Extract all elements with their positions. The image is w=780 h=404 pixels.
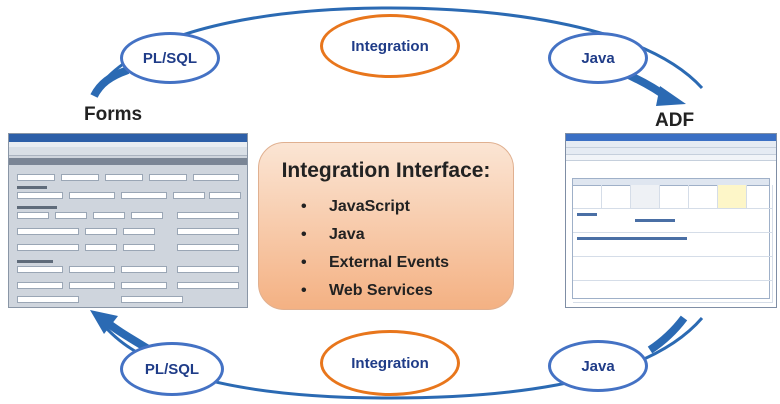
forms-field [17, 192, 63, 199]
forms-field [93, 212, 125, 219]
bottom-right-arrow [647, 315, 688, 354]
forms-label [17, 186, 47, 189]
java-oval-top-label: Java [581, 49, 615, 67]
plsql-oval-top-label: PL/SQL [142, 49, 198, 67]
integration-interface-title: Integration Interface: [281, 159, 491, 182]
forms-screenshot [8, 133, 248, 308]
forms-field [121, 266, 167, 273]
java-oval-top: Java [548, 32, 648, 84]
interface-item-javascript: JavaScript [301, 193, 493, 221]
adf-titlebar [566, 134, 776, 141]
adf-calendar [572, 178, 773, 303]
bottom-left-arrowhead [90, 310, 118, 334]
calendar-cell [602, 185, 631, 209]
forms-field [177, 228, 239, 235]
java-oval-bottom: Java [548, 340, 648, 392]
integration-oval-top: Integration [320, 14, 460, 78]
top-left-arrow [90, 66, 130, 98]
integration-interface-list: JavaScript Java External Events Web Serv… [279, 193, 493, 305]
forms-label [17, 260, 53, 263]
forms-toolbar [9, 147, 247, 156]
forms-header-band [9, 158, 247, 165]
forms-field [69, 266, 115, 273]
forms-field [17, 266, 63, 273]
forms-field [17, 228, 79, 235]
forms-menubar [9, 142, 247, 147]
plsql-oval-top: PL/SQL [120, 32, 220, 84]
calendar-cell [573, 209, 773, 233]
calendar-cell [573, 185, 602, 209]
forms-field [177, 244, 239, 251]
calendar-cell [573, 233, 773, 257]
java-oval-bottom-label: Java [581, 357, 615, 375]
integration-oval-top-label: Integration [351, 37, 429, 55]
forms-field [131, 212, 163, 219]
forms-field [85, 228, 117, 235]
forms-field [121, 296, 183, 303]
calendar-event [635, 219, 675, 222]
calendar-cell [689, 185, 718, 209]
forms-caption: Forms [84, 104, 143, 125]
forms-field [55, 212, 87, 219]
interface-item-web-services: Web Services [301, 277, 493, 305]
interface-item-java: Java [301, 221, 493, 249]
calendar-cell [718, 185, 747, 209]
forms-field [85, 244, 117, 251]
forms-field [123, 244, 155, 251]
calendar-event [577, 237, 687, 240]
plsql-oval-bottom-label: PL/SQL [144, 360, 200, 378]
plsql-oval-bottom: PL/SQL [120, 342, 224, 396]
forms-field [69, 282, 115, 289]
forms-field [177, 282, 239, 289]
integration-oval-bottom-label: Integration [351, 354, 429, 372]
forms-field [177, 212, 239, 219]
calendar-cell [573, 281, 773, 303]
calendar-cell [573, 257, 773, 281]
adf-caption: ADF [655, 110, 695, 131]
forms-titlebar [9, 134, 247, 142]
forms-field [105, 174, 143, 181]
top-right-arrowhead [656, 86, 686, 106]
adf-calendar-header [573, 179, 769, 186]
forms-field [17, 244, 79, 251]
calendar-cell [747, 185, 773, 209]
forms-label [17, 206, 57, 209]
calendar-event [577, 213, 597, 216]
forms-field [121, 192, 167, 199]
calendar-cell [660, 185, 689, 209]
forms-field [17, 212, 49, 219]
forms-field [17, 282, 63, 289]
adf-tabs [566, 155, 776, 161]
forms-field [193, 174, 239, 181]
forms-field [149, 174, 187, 181]
forms-field [17, 296, 79, 303]
forms-field [209, 192, 241, 199]
forms-field [17, 174, 55, 181]
forms-field [61, 174, 99, 181]
forms-field [69, 192, 115, 199]
forms-field [123, 228, 155, 235]
adf-address-bar [566, 148, 776, 155]
integration-interface-box: Integration Interface: JavaScript Java E… [258, 142, 514, 310]
forms-field [177, 266, 239, 273]
calendar-cell [631, 185, 660, 209]
adf-toolbar [566, 141, 776, 148]
forms-field [121, 282, 167, 289]
integration-oval-bottom: Integration [320, 330, 460, 396]
interface-item-external-events: External Events [301, 249, 493, 277]
forms-field [173, 192, 205, 199]
adf-screenshot [565, 133, 777, 308]
